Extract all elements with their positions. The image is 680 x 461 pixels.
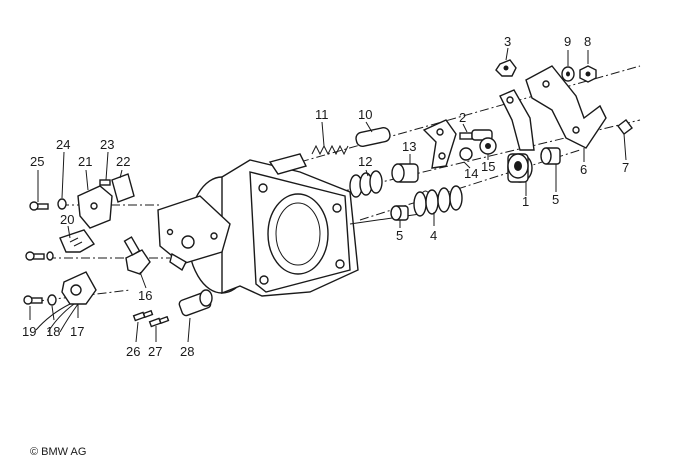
bracket-part-21 xyxy=(77,185,113,229)
sensor-mount-part-16 xyxy=(123,236,151,275)
callout-15: 15 xyxy=(481,159,495,174)
callout-10: 10 xyxy=(358,107,372,122)
terminal-part-26 xyxy=(132,309,154,322)
leader-lines xyxy=(29,47,627,343)
throttle-body-housing xyxy=(187,153,359,297)
sleeve-part-10 xyxy=(355,127,391,147)
bracket-part-6 xyxy=(525,65,607,149)
connector-part-28 xyxy=(178,289,213,317)
callout-22: 22 xyxy=(116,154,130,169)
plate-part-22 xyxy=(111,173,135,203)
screw-clamp xyxy=(25,251,54,261)
screw-part-23 xyxy=(99,179,111,186)
collar-part-1 xyxy=(507,153,533,183)
callout-16: 16 xyxy=(138,288,152,303)
callout-labels: 1 2 3 4 5 5 6 7 8 9 10 11 12 13 14 15 16… xyxy=(22,34,629,359)
callout-28: 28 xyxy=(180,344,194,359)
callout-13: 13 xyxy=(402,139,416,154)
callout-5a: 5 xyxy=(396,228,403,243)
washer-part-18 xyxy=(47,294,57,306)
callout-7: 7 xyxy=(622,160,629,175)
callout-12: 12 xyxy=(358,154,372,169)
callout-17: 17 xyxy=(70,324,84,339)
nut-part-3 xyxy=(495,59,517,77)
callout-4: 4 xyxy=(430,228,437,243)
nut-part-15 xyxy=(459,137,497,161)
bushing-part-13 xyxy=(391,163,419,183)
clamp-part-20 xyxy=(59,229,96,253)
bushing-part-5-b xyxy=(540,147,561,165)
callout-27: 27 xyxy=(148,344,162,359)
callout-25: 25 xyxy=(30,154,44,169)
callout-20: 20 xyxy=(60,212,74,227)
linkage-plate xyxy=(157,195,231,272)
nut-part-8 xyxy=(579,65,597,83)
callout-9: 9 xyxy=(564,34,571,49)
throttle-shaft xyxy=(349,213,421,225)
spring-part-12 xyxy=(349,170,383,198)
clip-part-7 xyxy=(617,119,633,135)
callout-3: 3 xyxy=(504,34,511,49)
callout-1: 1 xyxy=(522,194,529,209)
callout-6: 6 xyxy=(580,162,587,177)
lever-part-14 xyxy=(422,119,457,169)
callout-19: 19 xyxy=(22,324,36,339)
sensor-part-17 xyxy=(35,271,97,333)
copyright-notice: © BMW AG xyxy=(30,446,87,458)
callout-26: 26 xyxy=(126,344,140,359)
callout-2: 2 xyxy=(459,110,466,125)
terminal-part-27 xyxy=(148,315,170,328)
screw-part-19 xyxy=(23,295,43,305)
washer-part-9 xyxy=(561,66,575,82)
callout-14: 14 xyxy=(464,166,478,181)
spring-part-11 xyxy=(311,144,349,156)
callout-8: 8 xyxy=(584,34,591,49)
callout-21: 21 xyxy=(78,154,92,169)
callout-23: 23 xyxy=(100,137,114,152)
bushing-part-5-a xyxy=(390,205,409,221)
throttle-lever xyxy=(499,89,535,151)
screw-part-25 xyxy=(29,201,49,211)
callout-5b: 5 xyxy=(552,192,559,207)
washer-part-24 xyxy=(57,198,67,210)
spring-part-4 xyxy=(413,185,463,217)
callout-11: 11 xyxy=(315,107,329,122)
callout-24: 24 xyxy=(56,137,70,152)
callout-18: 18 xyxy=(46,324,60,339)
